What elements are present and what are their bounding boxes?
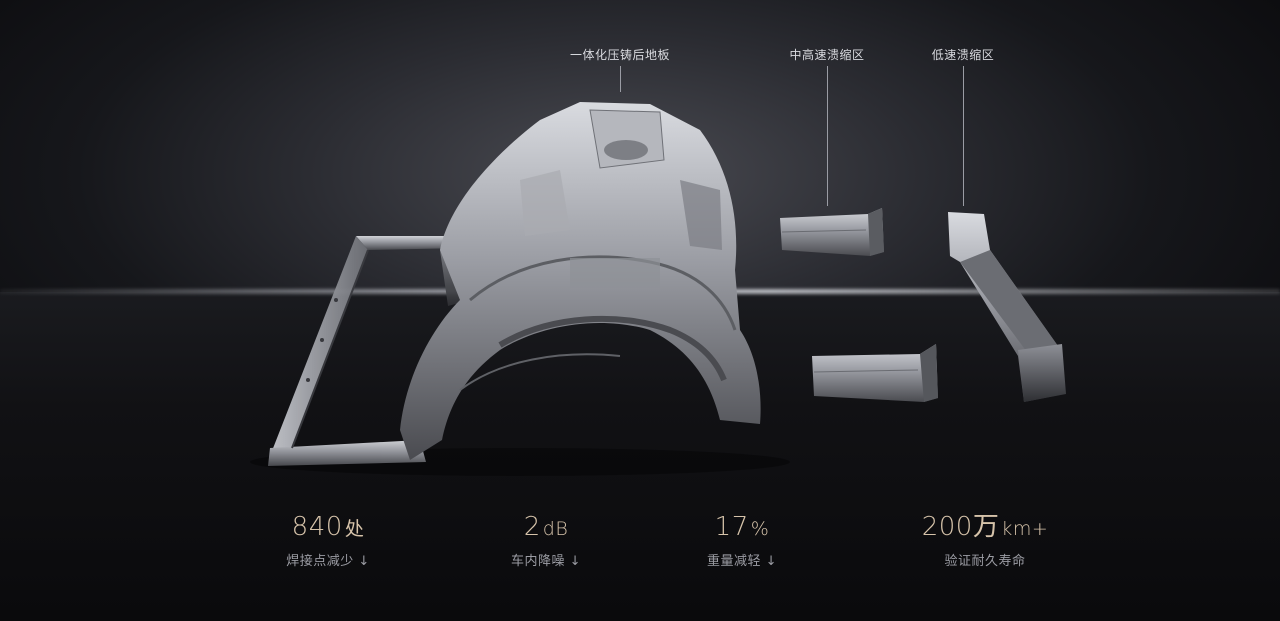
floor-background (0, 292, 1280, 621)
stat-weight-label: 重量减轻 ↓ (706, 554, 778, 569)
low-crumple-part (948, 212, 1066, 402)
down-arrow-icon: ↓ (358, 554, 370, 569)
stat-weight: 17% 重量减轻 ↓ (642, 512, 842, 569)
mid-high-crumple-parts (780, 208, 938, 402)
callout-mid-high-crumple: 中高速溃缩区 (789, 48, 865, 62)
callout-line-low (963, 66, 964, 206)
stat-noise-label: 车内降噪 ↓ (510, 554, 582, 569)
down-arrow-icon: ↓ (765, 554, 778, 569)
callout-line-rear-floor (620, 66, 621, 92)
stat-weld-points-label: 焊接点减少 ↓ (286, 554, 370, 569)
callout-line-mid-high (827, 66, 828, 206)
callout-low-crumple: 低速溃缩区 (931, 48, 995, 62)
callout-rear-floor: 一体化压铸后地板 (569, 48, 671, 62)
stat-durability-label: 验证耐久寿命 (944, 554, 1026, 569)
stat-weight-value: 17% (714, 512, 770, 542)
down-arrow-icon: ↓ (569, 554, 582, 569)
rear-floor-casting (400, 102, 761, 460)
